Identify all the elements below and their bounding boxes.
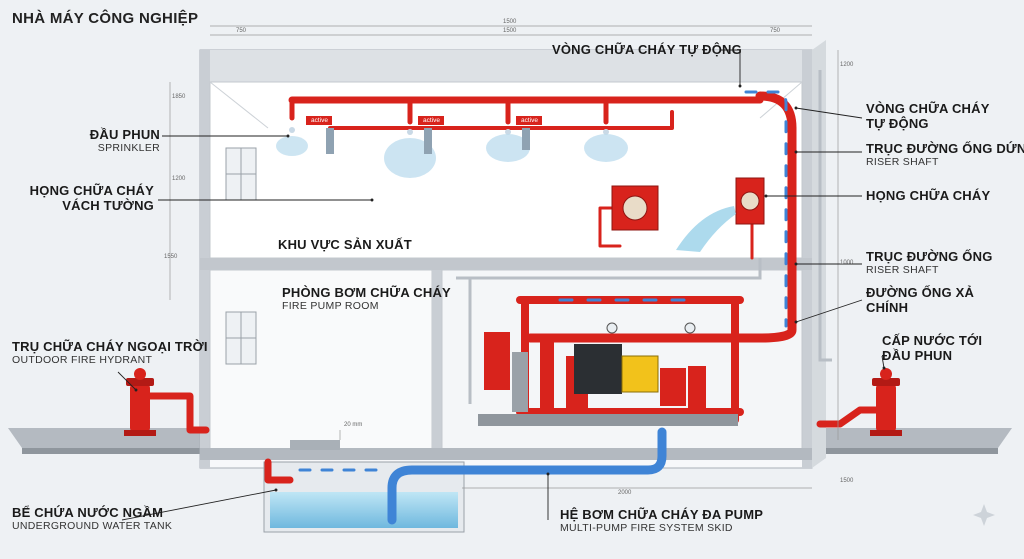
dim-right-a: 1200 [840,62,854,68]
label-pump-room-main: PHÒNG BƠM CHỮA CHÁY [282,285,451,300]
label-sprinkler-supply-line1: CẤP NƯỚC TỚI [882,333,983,348]
label-production-area: KHU VỰC SẢN XUẤT [278,237,412,252]
label-auto-loop-right-line1: VÒNG CHỮA CHÁY [866,101,990,116]
dim-top-total: 1500 [503,19,517,25]
dim-top-mid: 1500 [503,28,517,34]
label-outdoor-hydrant-main: TRỤ CHỮA CHÁY NGOẠI TRỜI [12,339,208,354]
label-pump-room: PHÒNG BƠM CHỮA CHÁY FIRE PUMP ROOM [282,285,451,312]
dim-left-c: 1550 [164,254,178,260]
sprinkler-heads [276,127,628,178]
dim-left-a: 1850 [172,94,186,100]
label-riser-pipe-main: TRỤC ĐƯỜNG ỐNG [866,249,993,264]
active-tags [306,116,542,125]
label-riser-vertical-main: TRỤC ĐƯỜNG ỐNG DỨNG [866,141,1024,156]
label-pump-skid-main: HỆ BƠM CHỮA CHÁY ĐA PUMP [560,507,764,522]
active-tag-text-3: active [521,117,538,124]
page-title: NHÀ MÁY CÔNG NGHIỆP [12,10,199,27]
label-sprinkler-sub: SPRINKLER [97,141,160,154]
label-auto-loop-right: VÒNG CHỮA CHÁY TỰ ĐỘNG [866,101,990,131]
active-tag-text-2: active [423,117,440,124]
hydrant-right [870,368,902,436]
active-tag-2 [418,116,444,125]
blue-pipe-network [298,90,788,525]
label-pump-skid-sub: MULTI-PUMP FIRE SYSTEM SKID [560,521,733,534]
dim-top-right: 750 [770,28,781,34]
active-tag-text-1: active [311,117,328,124]
label-hydrant-right: HỌNG CHỮA CHÁY [866,188,991,203]
label-water-tank-main: BỂ CHỨA NƯỚC NGẦM [12,505,164,520]
red-pipe-network [136,91,892,484]
label-main-drain-line2: CHÍNH [866,299,909,315]
underground-tank [263,440,465,533]
hydrant-left [124,368,156,436]
label-riser-vertical-sub: RISER SHAFT [866,155,939,168]
grey-drain-pipes [456,70,832,404]
hose-cabinet-center [611,185,659,231]
label-wall-hydrant-line1: HỌNG CHỮA CHÁY [29,183,154,198]
label-riser-pipe-sub: RISER SHAFT [866,263,939,276]
sparkle-icon [973,504,995,526]
label-sprinkler-supply: CẤP NƯỚC TỚI ĐẦU PHUN [882,333,983,363]
label-main-drain-line1: ĐƯỜNG ỐNG XẢ [866,285,975,300]
label-auto-loop-right-line2: TỰ ĐỘNG [866,115,929,131]
label-sprinkler-main: ĐẦU PHUN [89,127,160,142]
water-jet [676,206,736,252]
active-tag-1 [306,116,332,125]
building-walls [199,40,826,469]
label-water-tank: BỂ CHỨA NƯỚC NGẦM UNDERGROUND WATER TANK [12,505,173,532]
label-riser-vertical: TRỤC ĐƯỜNG ỐNG DỨNG RISER SHAFT [866,141,1024,168]
dim-top-left: 750 [236,28,247,34]
label-sprinkler: ĐẦU PHUN SPRINKLER [62,127,160,154]
hose-cabinet-right [735,177,765,225]
pump-skid [478,322,738,426]
window-lower [225,311,257,365]
active-tag-3 [516,116,542,125]
label-main-drain: ĐƯỜNG ỐNG XẢ CHÍNH [866,285,975,315]
label-riser-pipe: TRỤC ĐƯỜNG ỐNG RISER SHAFT [866,249,993,276]
label-sprinkler-supply-line2: ĐẦU PHUN [882,347,953,363]
dim-right-c: 1500 [840,478,854,484]
label-water-tank-sub: UNDERGROUND WATER TANK [12,519,173,532]
label-outdoor-hydrant: TRỤ CHỮA CHÁY NGOẠI TRỜI OUTDOOR FIRE HY… [12,339,208,366]
label-pump-skid: HỆ BƠM CHỮA CHÁY ĐA PUMP MULTI-PUMP FIRE… [560,507,764,534]
dim-pit: 20 mm [344,422,363,428]
label-outdoor-hydrant-sub: OUTDOOR FIRE HYDRANT [12,353,153,366]
label-wall-hydrant: HỌNG CHỮA CHÁY VÁCH TƯỜNG [12,183,154,213]
label-wall-hydrant-line2: VÁCH TƯỜNG [62,197,154,213]
window-upper [225,147,257,201]
leader-lines [117,49,886,521]
label-auto-loop-top: VÒNG CHỮA CHÁY TỰ ĐỘNG [552,42,742,57]
dim-right-b: 1000 [840,260,854,266]
dim-bottom: 2000 [618,490,632,496]
dimension-lines [169,25,839,489]
dim-left-b: 1200 [172,176,186,182]
label-pump-room-sub: FIRE PUMP ROOM [282,299,379,312]
